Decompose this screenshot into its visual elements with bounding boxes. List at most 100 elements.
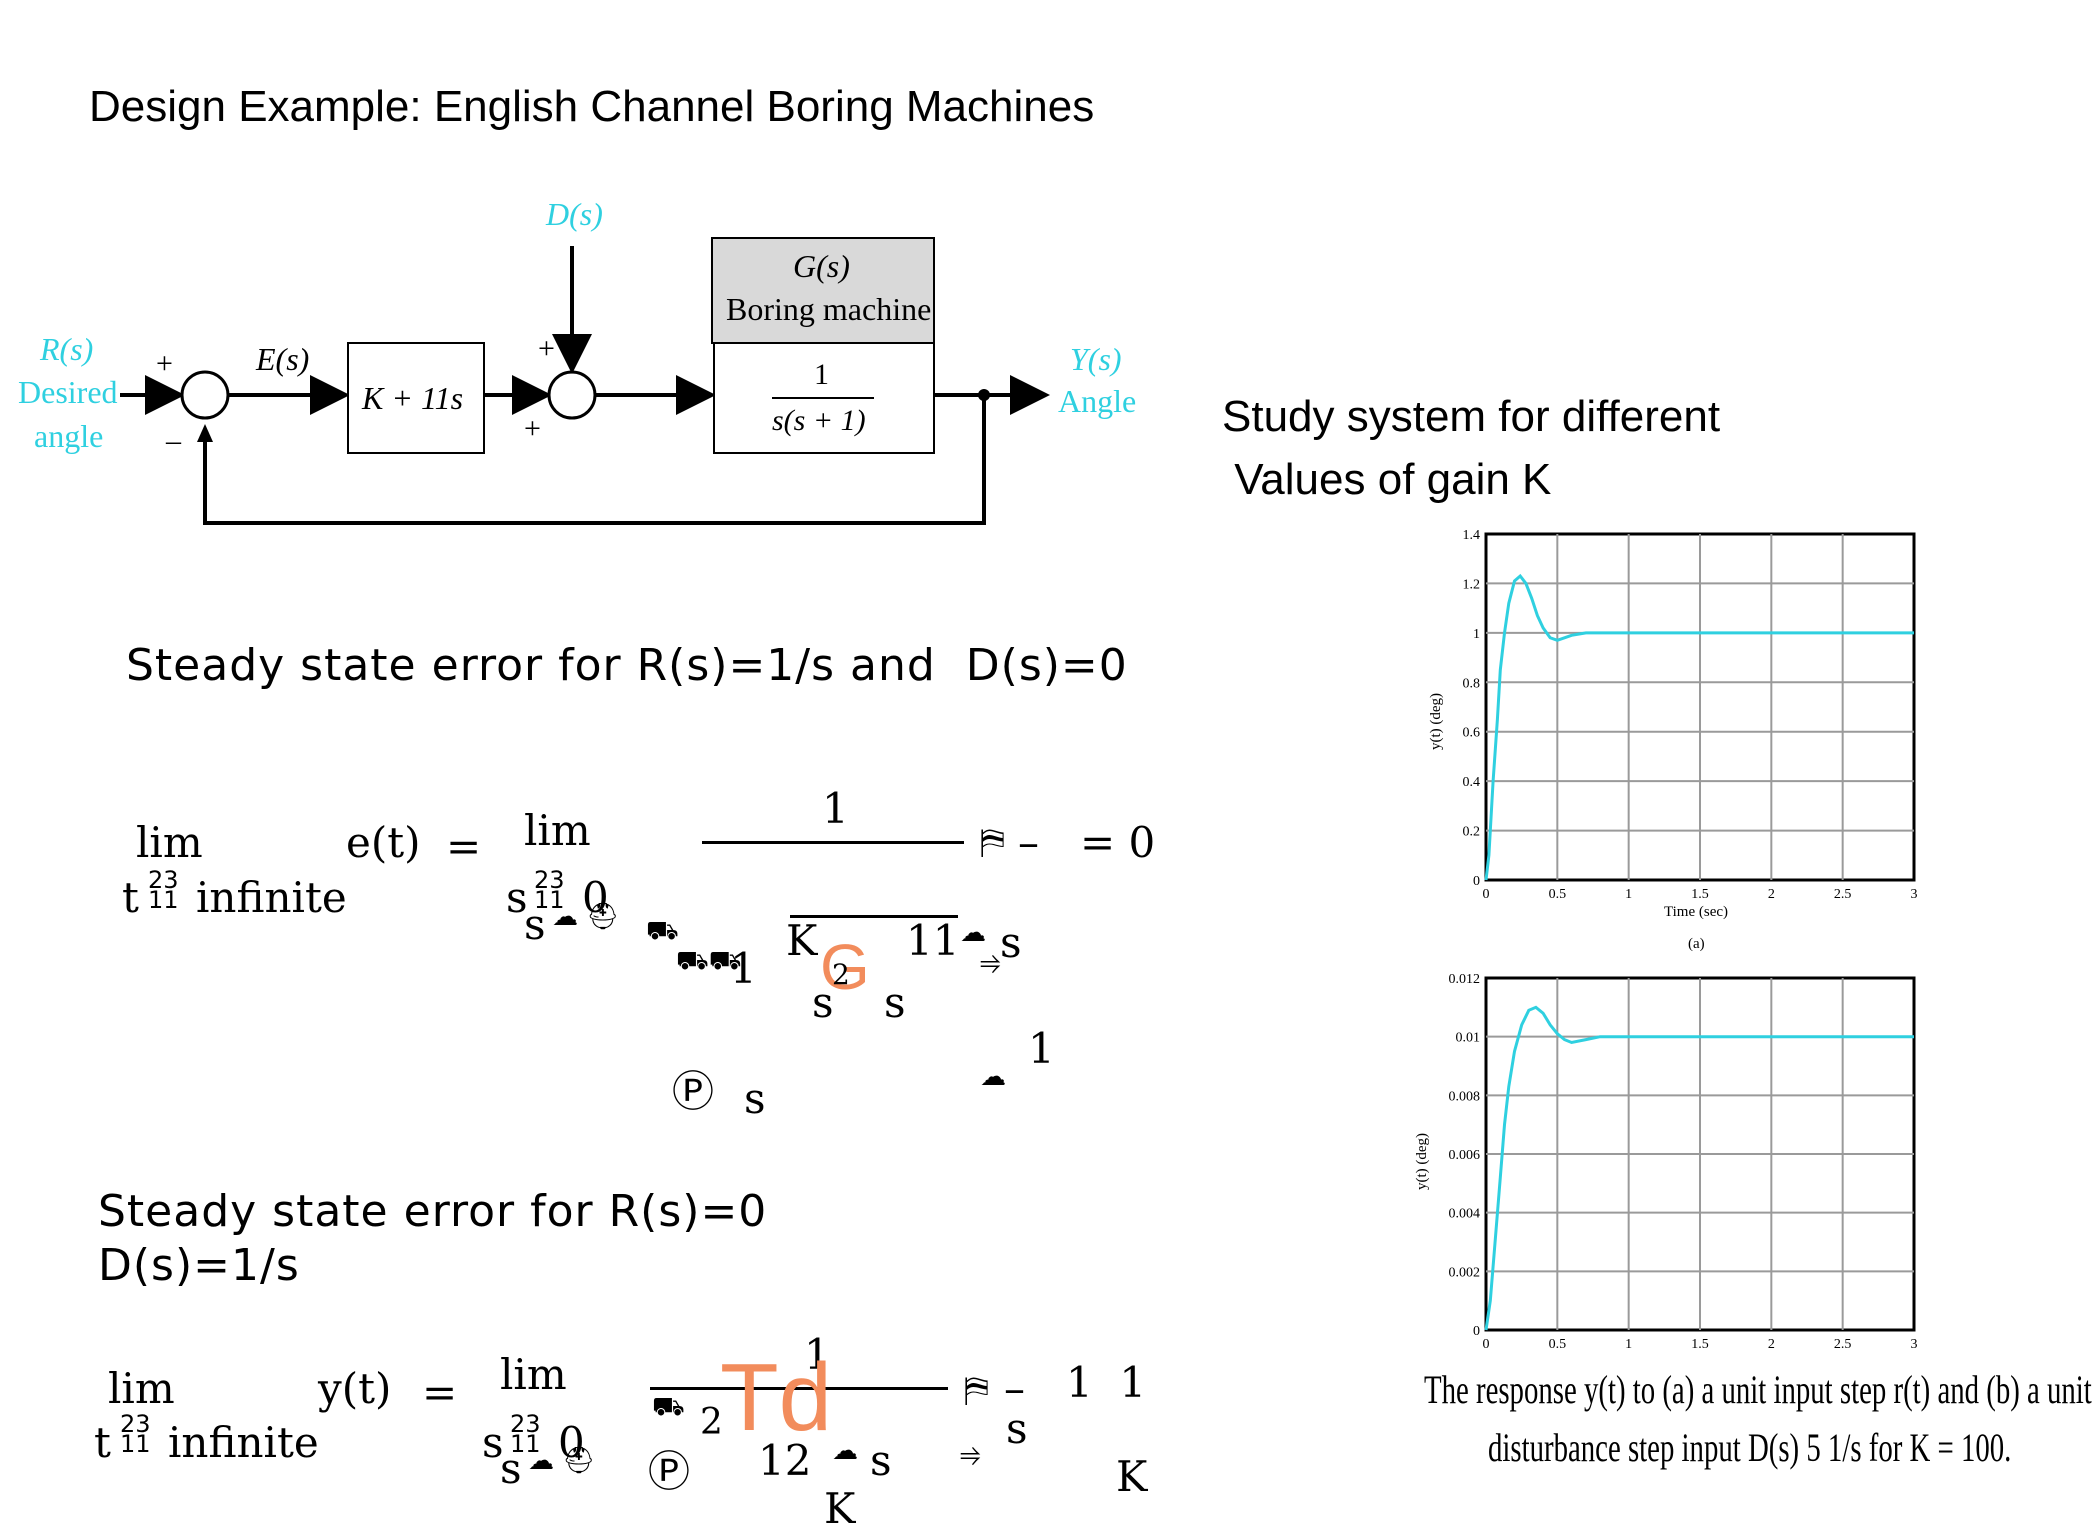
minus-sign: –: [165, 424, 182, 457]
y-tick-label: 1.4: [1463, 528, 1481, 543]
x-tick-label: 2.5: [1834, 887, 1852, 902]
eq1-fraction-bar: [702, 841, 964, 844]
eq1-arrow-code: 23 11: [148, 866, 179, 914]
cloud-icon-2: ☁: [960, 918, 986, 948]
x-tick-label: 1.5: [1691, 1337, 1709, 1352]
eq1-P: Ⓟ: [672, 1067, 715, 1116]
arrows-icon: ⥤: [980, 948, 1001, 978]
eq2-s-arrow: s: [482, 1418, 504, 1467]
cabin-icon: ⛟: [646, 916, 679, 946]
error-label: E(s): [255, 341, 309, 377]
page-title: Design Example: English Channel Boring M…: [89, 82, 1095, 131]
plus-sign-bottom: +: [524, 412, 541, 445]
plant-desc: Boring machine: [726, 291, 931, 327]
feedback-path: [203, 395, 986, 525]
eq1-s-sub: s: [524, 900, 546, 949]
plus-sign-top: +: [538, 332, 555, 365]
y-tick-label: 0.4: [1463, 775, 1481, 790]
cloud-icon: ☁ ⛑: [552, 902, 620, 932]
x-tick-label: 3: [1911, 1337, 1918, 1352]
input-label: R(s): [39, 331, 93, 367]
cloud-icon-4: ☁ ⛑: [528, 1446, 596, 1476]
heading-step-input: Steady state error for R(s)=1/s and D(s)…: [126, 640, 1128, 691]
eq1-K: K: [786, 916, 818, 965]
eq1-lim2: lim: [524, 806, 591, 855]
eq1-one-b: 1: [1028, 1024, 1055, 1073]
x-tick-label: 0.5: [1549, 1337, 1567, 1352]
output-desc: Angle: [1058, 383, 1136, 419]
eq2-dash: –: [1004, 1364, 1025, 1413]
eq1-s2: s: [812, 978, 834, 1027]
eq2-Td: Td: [720, 1344, 833, 1451]
x-tick-label: 0: [1483, 887, 1490, 902]
eq1-lim: lim: [136, 818, 203, 867]
x-tick-label: 0.5: [1549, 887, 1567, 902]
eq1-zero: 0: [582, 873, 609, 922]
plant-title: G(s): [793, 248, 850, 284]
eq2-lim2: lim: [500, 1350, 567, 1399]
x-tick-label: 2: [1768, 1337, 1775, 1352]
eq2-arrow-code: 23 11: [120, 1410, 151, 1458]
eq2-two: 2: [700, 1402, 723, 1443]
y-tick-label: 0.002: [1449, 1265, 1481, 1280]
plot-a-xlabel: Time (sec): [1664, 904, 1728, 920]
input-desc-2: angle: [34, 418, 103, 454]
controller-label: K + 11s: [361, 380, 463, 416]
eq2-K2: K: [1116, 1452, 1148, 1501]
eq2-arrow-code-2: 23 11: [510, 1410, 541, 1458]
eq1-et: e(t): [346, 818, 421, 867]
summing-junction-2: [547, 370, 597, 420]
y-tick-label: 0.006: [1449, 1148, 1481, 1163]
x-tick-label: 1: [1625, 1337, 1632, 1352]
eq2-numerator: 1: [804, 1330, 831, 1379]
eq1-s3: s: [884, 978, 906, 1027]
disturbance-label: D(s): [545, 196, 603, 232]
y-tick-label: 0.004: [1449, 1207, 1481, 1222]
plant-numerator: 1: [814, 358, 829, 391]
eq1-s-arrow: s: [506, 873, 528, 922]
eq1-equals: =: [446, 822, 482, 871]
cabin-icon-3: ⛟: [652, 1392, 685, 1422]
y-tick-label: 0.012: [1449, 972, 1481, 987]
figure-caption-1: The response y(t) to (a) a unit input st…: [1424, 1367, 2092, 1412]
heading-disturbance-line1: Steady state error for R(s)=0: [98, 1186, 768, 1237]
heading-disturbance-line2: D(s)=1/s: [98, 1240, 300, 1291]
plot-b-ylabel: y(t) (deg): [1414, 1133, 1430, 1190]
eq1-two: 2: [832, 958, 850, 991]
flag-icon-2: ⛿: [964, 1370, 989, 1410]
plant-denominator: s(s + 1): [772, 404, 866, 437]
eq1-equals-zero: = 0: [1080, 818, 1156, 867]
x-tick-label: 1.5: [1691, 887, 1709, 902]
y-tick-label: 0.8: [1463, 676, 1481, 691]
eq2-twelve: 12: [758, 1436, 812, 1485]
figure-caption-2: disturbance step input D(s) 5 1/s for K …: [1488, 1425, 2012, 1470]
y-tick-label: 1.2: [1463, 577, 1481, 592]
eq1-s4: s: [744, 1074, 766, 1123]
eq1-overline: [790, 915, 958, 918]
eq1-numerator: 1: [822, 784, 849, 833]
eq2-s1: s: [870, 1436, 892, 1485]
plot-b-series: [1484, 1005, 1914, 1331]
plot-a-ylabel: y(t) (deg): [1428, 693, 1444, 750]
eq1-one-a: 1: [730, 944, 757, 993]
y-tick-label: 1: [1473, 627, 1480, 642]
eq2-ones: 1 1: [1066, 1358, 1147, 1407]
x-tick-label: 2.5: [1834, 1337, 1852, 1352]
x-tick-label: 1: [1625, 887, 1632, 902]
x-tick-label: 0: [1483, 1337, 1490, 1352]
x-tick-label: 2: [1768, 887, 1775, 902]
controller-block: [347, 342, 485, 454]
x-tick-label: 3: [1911, 887, 1918, 902]
y-tick-label: 0: [1473, 874, 1480, 889]
eq2-infinite: infinite: [168, 1418, 319, 1467]
block-diagram: R(s) Desired angle + – E(s) K + 11s + + …: [18, 196, 1136, 525]
eq1-dash: –: [1018, 818, 1039, 867]
eq2-fraction-bar: [650, 1387, 948, 1390]
study-text-2: Values of gain K: [1222, 455, 1552, 504]
cloud-icon-3: ☁: [980, 1062, 1006, 1092]
y-tick-label: 0.2: [1463, 825, 1481, 840]
eq1-G: G: [820, 931, 870, 1003]
summing-junction-1: [180, 370, 230, 420]
